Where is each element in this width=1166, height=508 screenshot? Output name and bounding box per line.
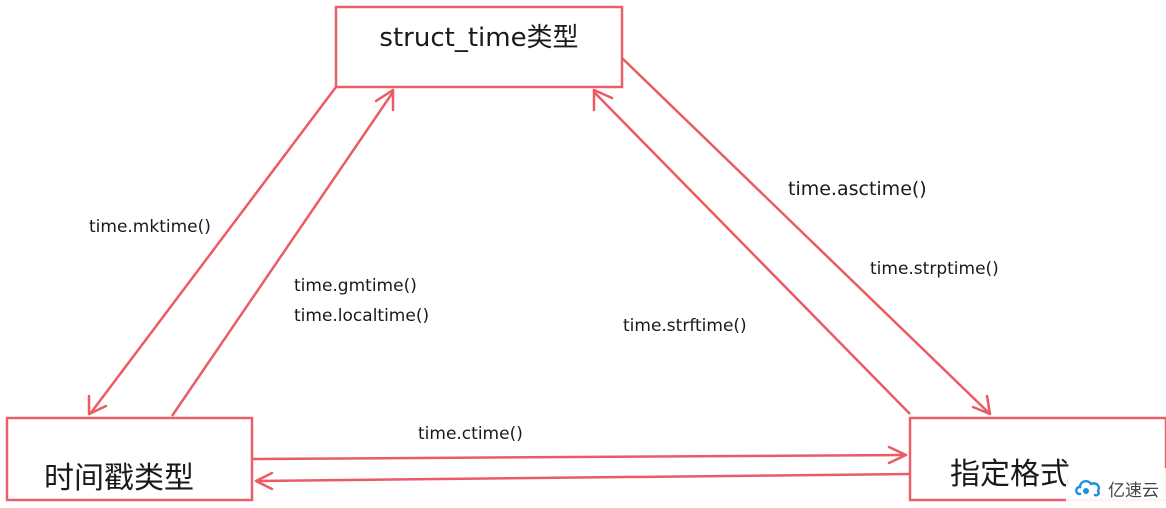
ctime-label: time.ctime()	[418, 424, 523, 444]
strftime-label: time.strftime()	[623, 316, 747, 336]
localtime-label: time.localtime()	[294, 306, 430, 326]
cloud-logo-icon	[1075, 479, 1101, 497]
formatted-node-label: 指定格式	[950, 457, 1070, 492]
return-arrowhead	[254, 471, 274, 491]
strptime-arrow-line	[593, 91, 911, 415]
asctime-arrow-line	[621, 57, 991, 415]
mktime-arrowhead	[87, 394, 108, 416]
mktime-arrow-line	[89, 86, 337, 415]
strptime-arrowhead	[592, 88, 614, 112]
asctime-label: time.asctime()	[788, 178, 927, 200]
watermark: 亿速云	[1066, 468, 1166, 508]
return-arrow-line	[256, 472, 911, 483]
gmtime-arrow-line	[170, 91, 395, 417]
struct-time-node-label: struct_time类型	[379, 23, 579, 53]
gmtime-arrowhead	[374, 88, 395, 112]
timestamp-node-box	[5, 416, 254, 502]
strptime-label: time.strptime()	[870, 259, 999, 279]
ctime-arrowhead	[887, 445, 908, 465]
struct-time-node-box	[334, 5, 624, 89]
gmtime-label: time.gmtime()	[294, 276, 417, 296]
mktime-label: time.mktime()	[89, 217, 211, 237]
watermark-text: 亿速云	[1108, 480, 1159, 501]
timestamp-node-label: 时间戳类型	[44, 461, 194, 496]
ctime-arrow-line	[251, 453, 906, 461]
asctime-arrowhead	[971, 394, 992, 416]
